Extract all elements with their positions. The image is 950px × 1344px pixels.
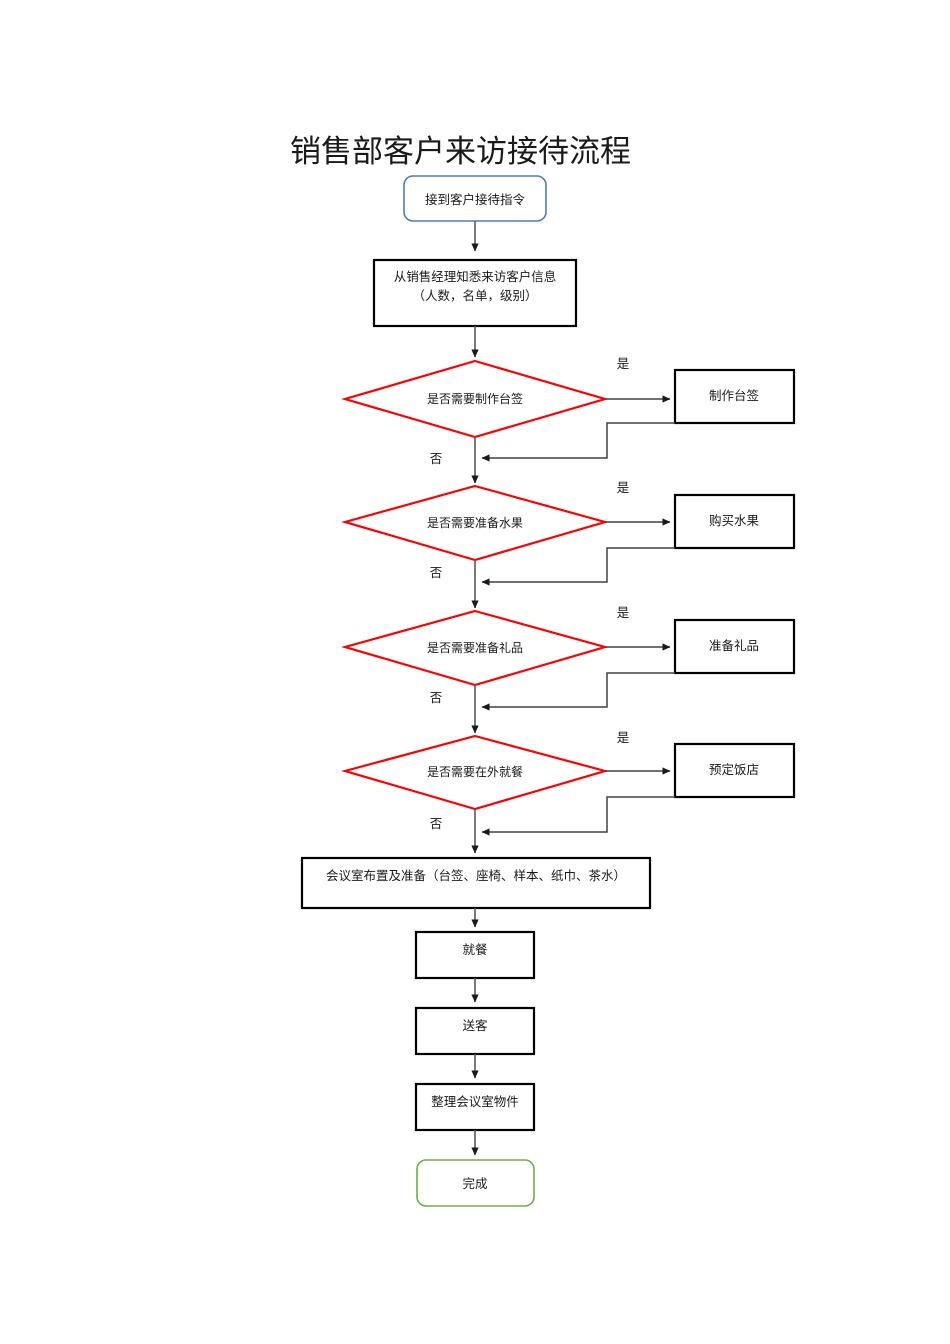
- node-info[interactable]: [372, 258, 578, 328]
- node-send-off-label: 送客: [462, 1018, 488, 1033]
- edge-label-no-1: 否: [430, 452, 443, 466]
- node-tidy-meeting-room-label: 整理会议室物件: [431, 1094, 519, 1109]
- edge-label-no-3: 否: [430, 691, 443, 705]
- node-end-label: 完成: [462, 1176, 487, 1191]
- node-meal-label: 就餐: [462, 942, 488, 957]
- node-info-label-line2: （人数，名单，级别）: [412, 288, 537, 303]
- page-title: 销售部客户来访接待流程: [290, 134, 631, 169]
- edge-label-no-2: 否: [430, 566, 443, 580]
- node-tidy-meeting-room[interactable]: [414, 1082, 536, 1132]
- node-action-prepare-gift-label: 准备礼品: [709, 638, 759, 653]
- edge-label-yes-4: 是: [617, 731, 630, 745]
- edge-action2-return: [481, 547, 675, 586]
- edge-label-yes-1: 是: [617, 357, 630, 371]
- edge-action4-return: [481, 796, 675, 836]
- node-send-off[interactable]: [414, 1006, 536, 1056]
- node-action-make-table-sign[interactable]: [673, 368, 796, 425]
- node-action-make-table-sign-label: 制作台签: [709, 388, 760, 403]
- node-meeting-room-setup[interactable]: [300, 856, 652, 910]
- node-action-buy-fruit-label: 购买水果: [709, 513, 760, 528]
- node-info-label-line1: 从销售经理知悉来访客户信息: [394, 269, 557, 284]
- node-end[interactable]: [416, 1159, 535, 1207]
- edge-action1-return: [481, 422, 675, 462]
- node-decision-gift-label: 是否需要准备礼品: [427, 640, 523, 655]
- node-action-book-restaurant[interactable]: [673, 742, 796, 799]
- node-decision-dining-out-label: 是否需要在外就餐: [427, 764, 523, 779]
- edge-label-yes-3: 是: [617, 606, 630, 620]
- node-decision-table-sign-label: 是否需要制作台签: [427, 391, 523, 406]
- node-action-prepare-gift[interactable]: [673, 618, 796, 675]
- edge-label-no-4: 否: [430, 817, 443, 831]
- node-meal[interactable]: [414, 930, 536, 980]
- node-decision-fruit-label: 是否需要准备水果: [427, 516, 523, 530]
- node-action-book-restaurant-label: 预定饭店: [709, 762, 759, 777]
- node-start-label: 接到客户接待指令: [425, 192, 526, 207]
- edge-label-yes-2: 是: [617, 481, 630, 495]
- node-meeting-room-setup-label: 会议室布置及准备（台签、座椅、样本、纸巾、茶水）: [326, 868, 626, 883]
- node-action-buy-fruit[interactable]: [673, 493, 796, 550]
- edge-action3-return: [481, 672, 675, 711]
